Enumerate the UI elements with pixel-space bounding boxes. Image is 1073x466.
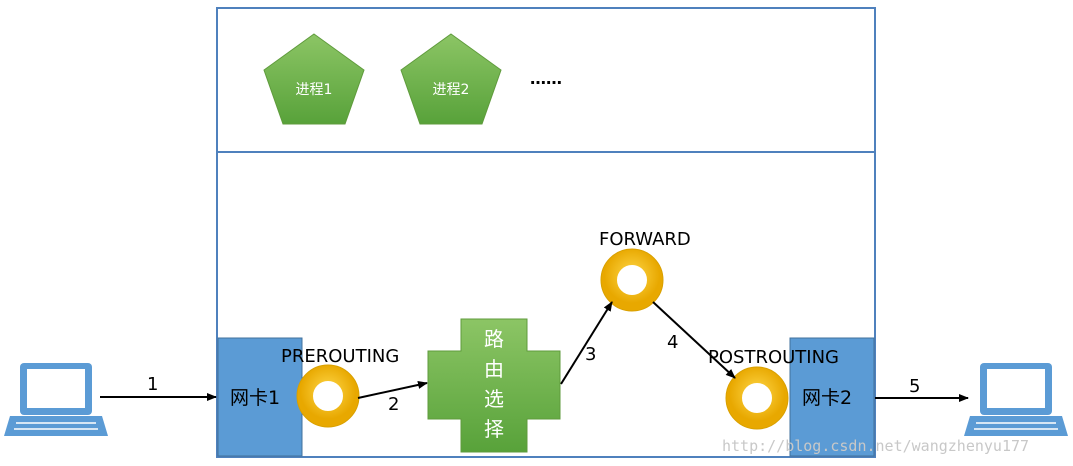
routing-char-1: 路	[484, 327, 504, 351]
arrow-2	[357, 381, 428, 399]
step-4-label: 4	[667, 332, 678, 353]
prerouting-label: PREROUTING	[281, 346, 399, 367]
forward-hook	[600, 248, 664, 312]
process-2-shape	[400, 33, 502, 125]
forward-ring-edge	[600, 248, 664, 312]
nic-2-box	[789, 337, 875, 457]
laptop-right-icon	[964, 363, 1068, 436]
routing-decision: 路 由 选 择	[427, 318, 561, 453]
nic-1-label: 网卡1	[230, 387, 280, 409]
watermark: http://blog.csdn.net/wangzhenyu177	[722, 437, 1029, 455]
step-2-label: 2	[388, 394, 399, 415]
nic-1-box	[217, 337, 303, 457]
laptop-left-icon	[4, 363, 108, 436]
process-1-shape	[263, 33, 365, 125]
prerouting-ring-edge	[296, 364, 360, 428]
arrow-4	[652, 301, 736, 379]
process-ellipsis: ……	[530, 69, 562, 88]
forward-label: FORWARD	[599, 229, 691, 250]
step-3-label: 3	[585, 344, 596, 365]
nic-2-label: 网卡2	[802, 387, 852, 409]
routing-cross-shape	[427, 318, 561, 453]
postrouting-ring	[726, 367, 788, 429]
process-2: 进程2	[400, 33, 502, 125]
postrouting-hook	[725, 366, 789, 430]
forward-ring	[601, 249, 663, 311]
routing-char-2: 由	[484, 357, 504, 381]
prerouting-hook	[296, 364, 360, 428]
postrouting-label: POSTROUTING	[708, 347, 839, 368]
step-1-label: 1	[147, 374, 158, 395]
postrouting-ring-edge	[725, 366, 789, 430]
process-1-label: 进程1	[296, 82, 333, 98]
routing-char-4: 择	[484, 417, 504, 441]
prerouting-ring	[297, 365, 359, 427]
routing-char-3: 选	[484, 387, 504, 411]
step-5-label: 5	[909, 376, 920, 397]
process-2-label: 进程2	[433, 82, 470, 98]
process-1: 进程1	[263, 33, 365, 125]
arrow-3	[560, 301, 613, 385]
